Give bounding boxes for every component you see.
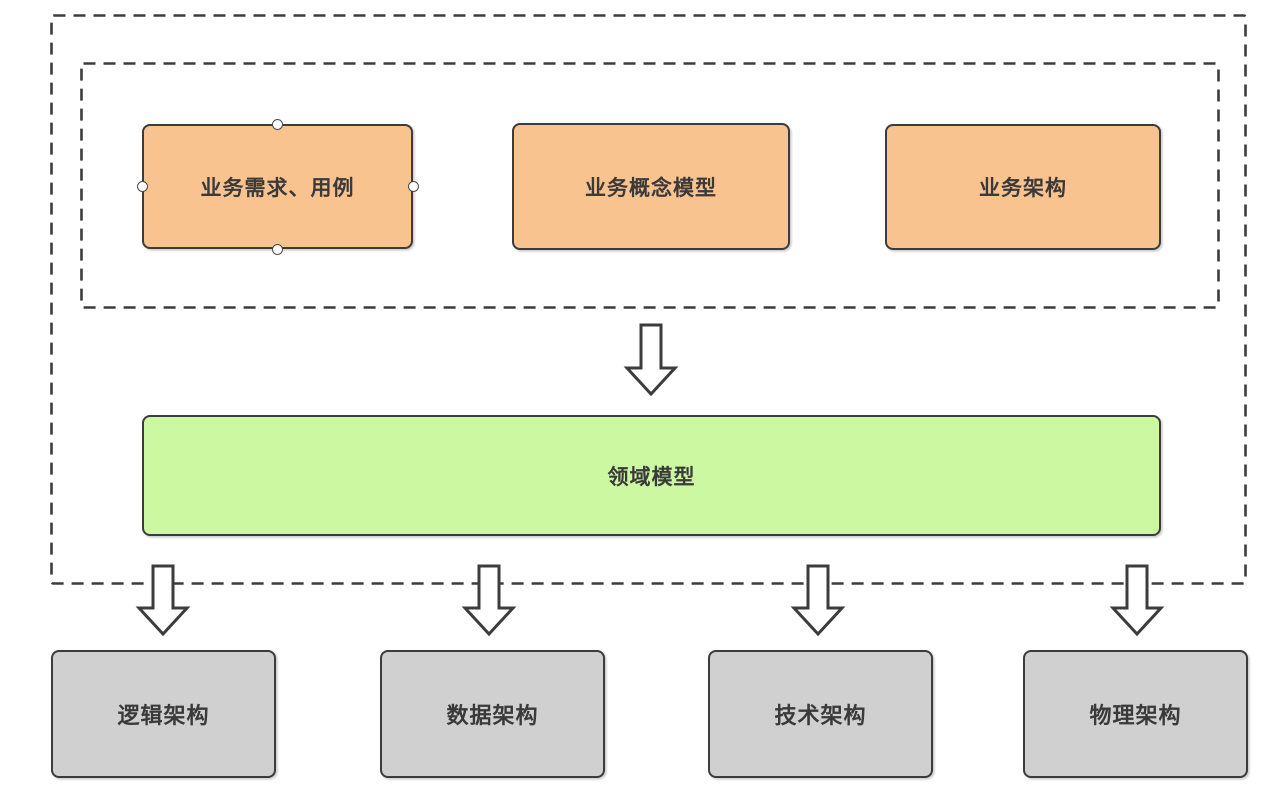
node-label: 物理架构 — [1089, 703, 1182, 728]
node-label: 数据架构 — [446, 703, 539, 728]
node-technical-architecture[interactable]: 技术架构 — [708, 650, 933, 778]
down-arrow-to-data-arch[interactable] — [461, 564, 517, 637]
inner-dashed-container[interactable] — [80, 62, 1220, 309]
down-arrow-to-tech-arch[interactable] — [790, 564, 846, 637]
down-arrow-to-domain-model[interactable] — [623, 323, 679, 397]
down-arrow-to-logical-arch[interactable] — [135, 564, 191, 637]
node-label: 技术架构 — [774, 703, 867, 728]
down-arrow-to-physical-arch[interactable] — [1109, 564, 1165, 637]
connection-point-bottom[interactable] — [272, 243, 283, 255]
node-physical-architecture[interactable]: 物理架构 — [1023, 650, 1248, 778]
connection-point-top[interactable] — [272, 118, 283, 130]
node-business-requirements-usecases[interactable]: 业务需求、用例 — [142, 124, 413, 249]
node-label: 逻辑架构 — [117, 703, 210, 728]
connection-point-left[interactable] — [136, 181, 148, 192]
node-logical-architecture[interactable]: 逻辑架构 — [51, 650, 276, 778]
node-label: 业务架构 — [979, 177, 1067, 200]
connection-point-right[interactable] — [407, 181, 419, 192]
node-label: 领域模型 — [607, 465, 696, 489]
node-business-architecture[interactable]: 业务架构 — [885, 124, 1161, 250]
node-data-architecture[interactable]: 数据架构 — [380, 650, 605, 778]
node-business-concept-model[interactable]: 业务概念模型 — [512, 123, 790, 250]
node-label: 业务需求、用例 — [200, 176, 355, 200]
node-domain-model[interactable]: 领域模型 — [142, 415, 1161, 536]
node-label: 业务概念模型 — [585, 176, 717, 200]
